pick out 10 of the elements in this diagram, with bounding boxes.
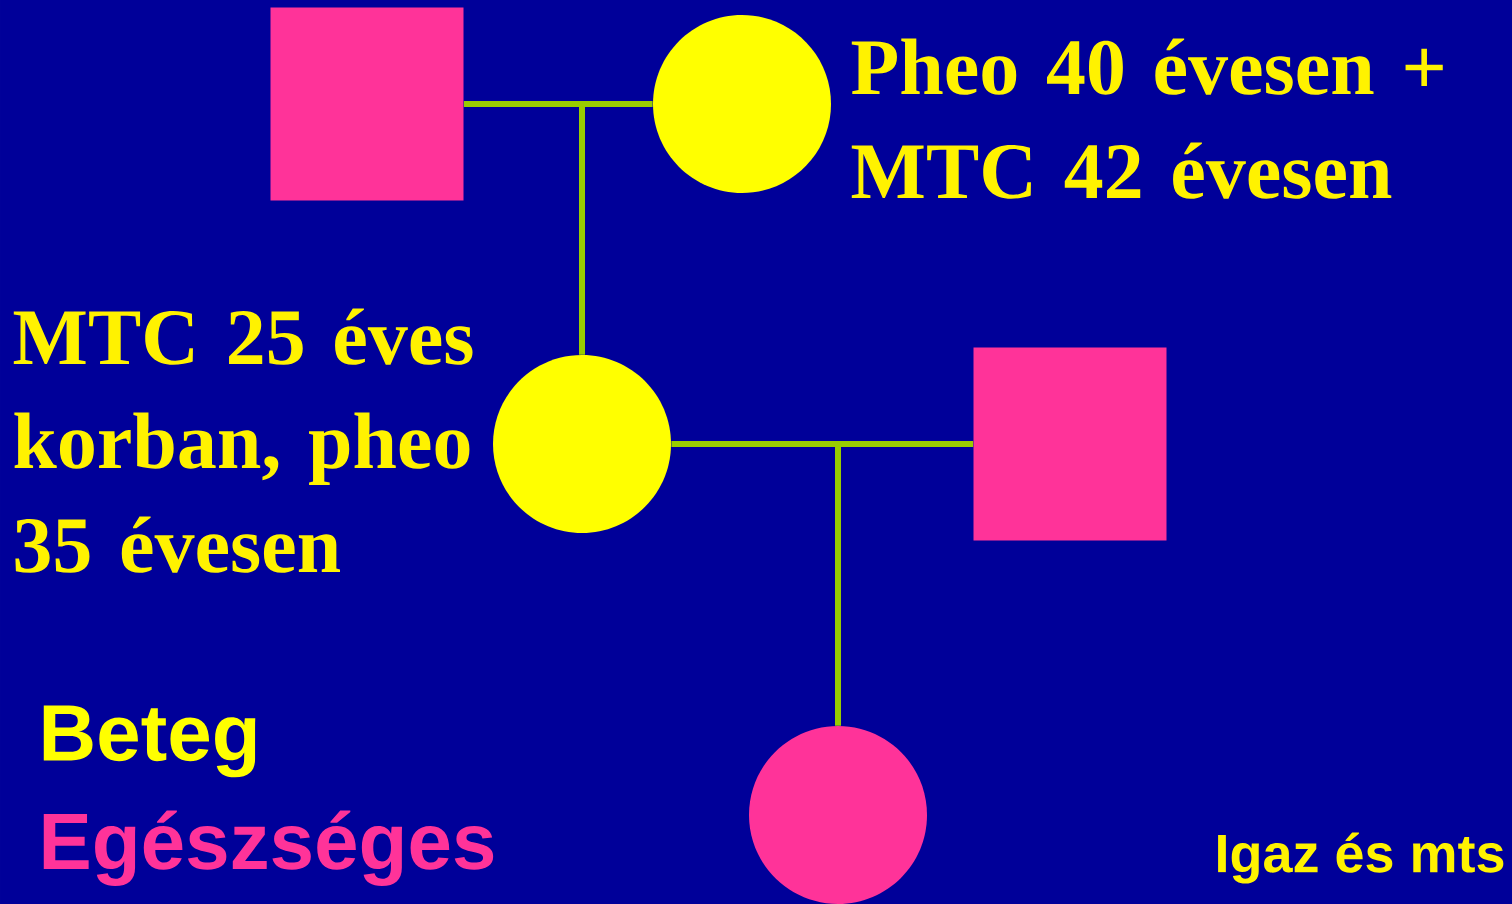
connector-line [579,101,653,355]
legend-text: Egészséges [43,810,494,886]
citation: Igaz és mts [1218,832,1504,884]
legend-text: Beteg [43,705,256,778]
annotation: MTC 25 éves korban, pheo 35 évesen [13,308,473,573]
pedigree-square [270,7,464,201]
annotation: Pheo 40 évesen + MTC 42 évesen [851,38,1443,199]
pedigree-square [973,347,1167,541]
pedigree-circle [749,726,927,904]
connector-line [835,441,974,726]
